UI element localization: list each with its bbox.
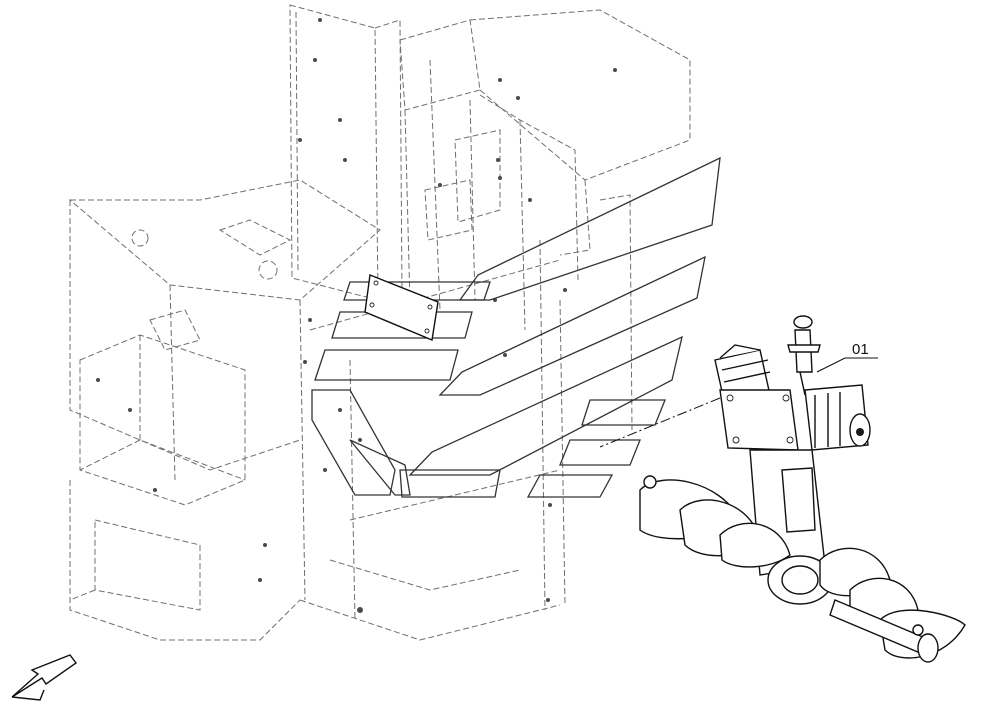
- callout-label-01: 01: [852, 341, 869, 358]
- orientation-arrow-icon: [11, 654, 77, 701]
- callout-part-01: 01: [816, 341, 878, 373]
- brand-watermark-logo: [311, 156, 721, 498]
- machine-phantom-outline: [68, 4, 691, 641]
- callout-leader-line: [816, 357, 846, 373]
- cover-plate: [364, 274, 439, 341]
- installation-axis-line: [599, 397, 721, 448]
- auger-drive-assembly: [639, 315, 966, 663]
